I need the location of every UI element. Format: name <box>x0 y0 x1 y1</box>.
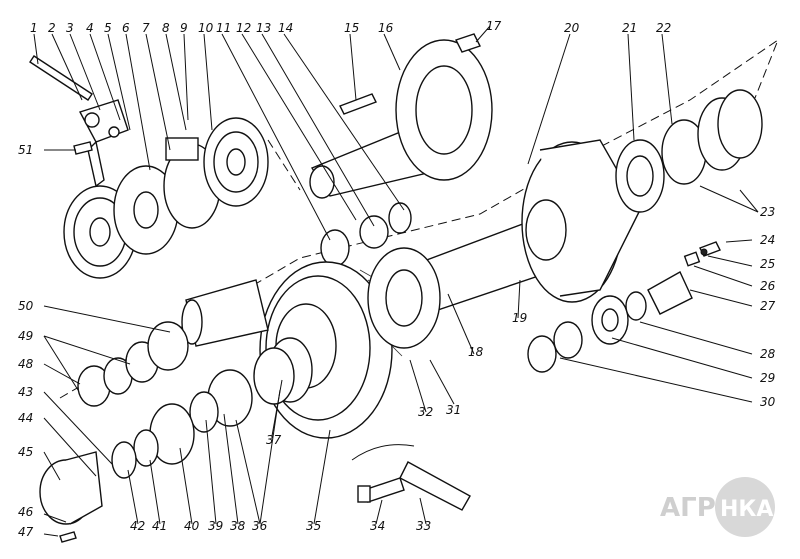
callout-48: 48 <box>18 357 34 371</box>
callout-28: 28 <box>760 347 776 361</box>
callout-46: 46 <box>18 505 34 519</box>
callout-45: 45 <box>18 445 33 459</box>
gearbox-housing <box>521 139 641 303</box>
callout-1: 1 <box>30 21 38 35</box>
callout-38: 38 <box>230 519 246 533</box>
callout-labels: 1 2 3 4 5 6 7 8 9 10 11 12 13 14 15 16 1… <box>18 19 776 539</box>
callout-34: 34 <box>370 519 385 533</box>
callout-40: 40 <box>184 519 200 533</box>
callout-10: 10 <box>198 21 214 35</box>
callout-39: 39 <box>208 519 223 533</box>
callout-24: 24 <box>760 233 775 247</box>
small-gear <box>527 271 693 373</box>
callout-47: 47 <box>18 525 34 539</box>
small-screws <box>59 141 93 543</box>
callout-25: 25 <box>760 257 775 271</box>
callout-27: 27 <box>760 299 776 313</box>
callout-7: 7 <box>142 21 150 35</box>
callout-14: 14 <box>278 21 293 35</box>
callout-22: 22 <box>656 21 671 35</box>
callout-11: 11 <box>216 21 231 35</box>
callout-35: 35 <box>306 519 321 533</box>
watermark-logo: АГРО НКА <box>660 477 775 537</box>
callout-9: 9 <box>180 21 188 35</box>
callout-20: 20 <box>564 21 580 35</box>
callout-31: 31 <box>446 403 461 417</box>
callout-32: 32 <box>418 405 433 419</box>
callout-18: 18 <box>468 345 484 359</box>
callout-19: 19 <box>512 311 527 325</box>
callout-36: 36 <box>252 519 268 533</box>
callout-41: 41 <box>152 519 167 533</box>
callout-50: 50 <box>18 299 34 313</box>
callout-3: 3 <box>66 21 74 35</box>
callout-30: 30 <box>760 395 776 409</box>
callout-33: 33 <box>416 519 431 533</box>
bolt-group <box>683 241 721 267</box>
flanged-shaft <box>309 33 493 199</box>
rings-left <box>77 321 189 407</box>
callout-8: 8 <box>162 21 170 35</box>
callout-21: 21 <box>622 21 637 35</box>
callout-44: 44 <box>18 411 33 425</box>
bushings <box>320 202 412 267</box>
callout-4: 4 <box>86 21 94 35</box>
callout-37: 37 <box>266 433 282 447</box>
callout-5: 5 <box>104 21 112 35</box>
callout-2: 2 <box>48 21 56 35</box>
ring-stack <box>111 337 313 479</box>
clutch-lever <box>29 55 129 188</box>
callout-51: 51 <box>18 143 33 157</box>
callout-17: 17 <box>486 19 502 33</box>
callout-29: 29 <box>760 371 775 385</box>
leader-lines <box>33 25 759 537</box>
friction-disc-right <box>203 117 269 207</box>
bearing-stack <box>615 89 763 213</box>
watermark-text-right: НКА <box>720 497 773 522</box>
callout-16: 16 <box>378 21 394 35</box>
callout-43: 43 <box>18 385 33 399</box>
callout-15: 15 <box>344 21 359 35</box>
callout-26: 26 <box>760 279 776 293</box>
callout-13: 13 <box>256 21 271 35</box>
callout-12: 12 <box>236 21 251 35</box>
callout-23: 23 <box>760 205 775 219</box>
watermark-circle <box>715 477 775 537</box>
bolt-and-plate <box>351 444 471 511</box>
callout-42: 42 <box>130 519 145 533</box>
output-shaft <box>181 279 269 347</box>
assembly-axis-line-upper <box>267 139 301 191</box>
callout-6: 6 <box>122 21 130 35</box>
end-cover <box>39 451 103 525</box>
callout-49: 49 <box>18 329 33 343</box>
